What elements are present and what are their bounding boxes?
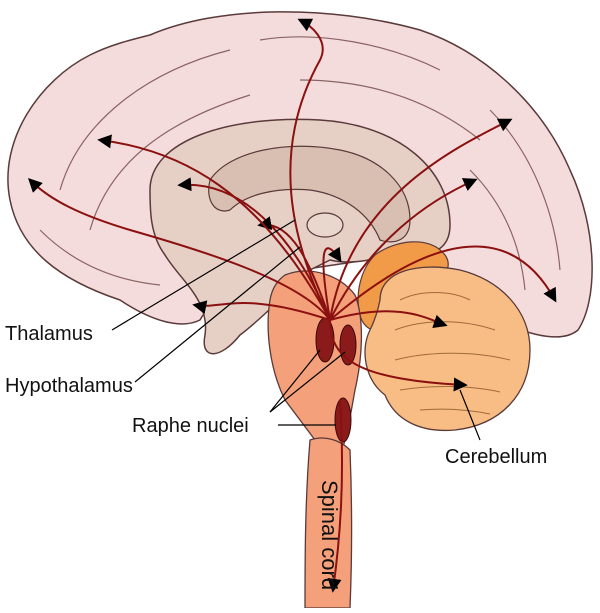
hypothalamus-label: Hypothalamus [5, 375, 133, 397]
thalamus-label: Thalamus [5, 323, 93, 345]
thalamus-structure [306, 212, 344, 238]
serotonin-pathways [28, 18, 557, 593]
spinal-cord-label: Spinal cord [317, 480, 342, 590]
cerebellum-label: Cerebellum [445, 446, 547, 468]
leader-lines [111, 219, 481, 441]
cortex-gyri [39, 36, 561, 291]
raphe-nucleus-upper [315, 317, 335, 363]
raphe-nucleus-lower [334, 397, 352, 443]
raphe-nuclei-label: Raphe nuclei [132, 415, 249, 437]
